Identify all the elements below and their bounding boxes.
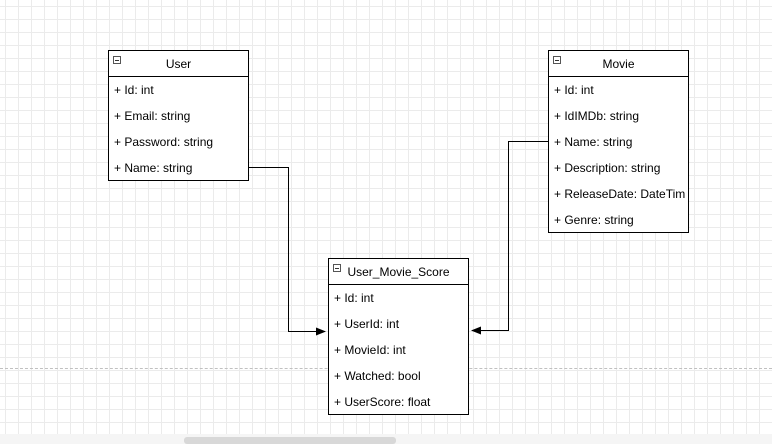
entity-header: Movie bbox=[549, 51, 688, 77]
scrollbar-thumb[interactable] bbox=[184, 437, 396, 444]
field-releasedate[interactable]: + ReleaseDate: DateTim bbox=[554, 187, 686, 201]
field-genre[interactable]: + Genre: string bbox=[554, 213, 634, 227]
field-userscore[interactable]: + UserScore: float bbox=[334, 395, 431, 409]
relation-movie-to-score[interactable] bbox=[471, 141, 548, 335]
field-name[interactable]: + Name: string bbox=[554, 135, 633, 149]
entity-title: User bbox=[165, 57, 192, 71]
relation-user-to-score[interactable] bbox=[248, 167, 326, 336]
entity-user[interactable]: User + Id: int + Email: string + Passwor… bbox=[108, 50, 249, 181]
entity-title: User_Movie_Score bbox=[347, 265, 450, 279]
entity-header: User bbox=[109, 51, 248, 77]
collapse-icon[interactable] bbox=[113, 56, 121, 64]
entity-title: Movie bbox=[602, 57, 635, 71]
field-watched[interactable]: + Watched: bool bbox=[334, 369, 421, 383]
field-id[interactable]: + Id: int bbox=[554, 83, 594, 97]
entity-user-movie-score[interactable]: User_Movie_Score + Id: int + UserId: int… bbox=[328, 258, 469, 415]
field-email[interactable]: + Email: string bbox=[114, 109, 191, 123]
entity-movie[interactable]: Movie + Id: int + IdIMDb: string + Name:… bbox=[548, 50, 689, 233]
field-password[interactable]: + Password: string bbox=[114, 135, 214, 149]
field-userid[interactable]: + UserId: int bbox=[334, 317, 400, 331]
field-idimdb[interactable]: + IdIMDb: string bbox=[554, 109, 640, 123]
entity-header: User_Movie_Score bbox=[329, 259, 468, 285]
field-id[interactable]: + Id: int bbox=[334, 291, 374, 305]
collapse-icon[interactable] bbox=[333, 264, 341, 272]
collapse-icon[interactable] bbox=[553, 56, 561, 64]
field-id[interactable]: + Id: int bbox=[114, 83, 154, 97]
field-description[interactable]: + Description: string bbox=[554, 161, 661, 175]
field-movieid[interactable]: + MovieId: int bbox=[334, 343, 406, 357]
field-name[interactable]: + Name: string bbox=[114, 161, 193, 175]
